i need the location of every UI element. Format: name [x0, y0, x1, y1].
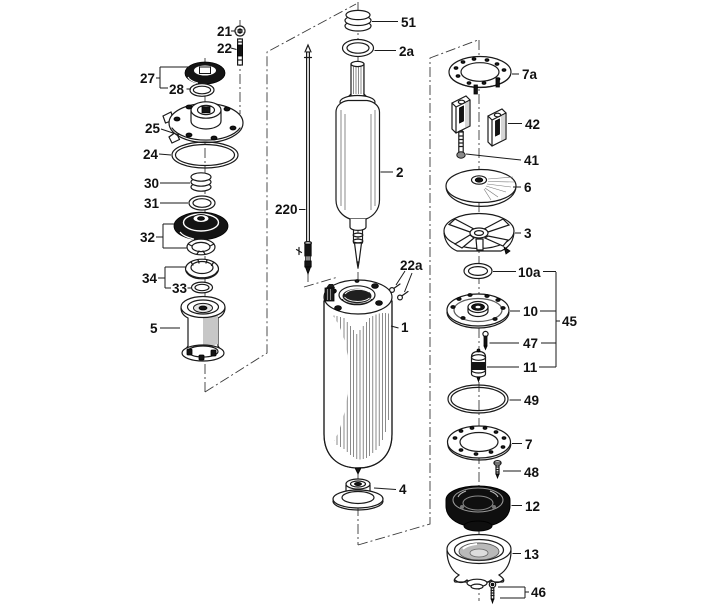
label-21: 21	[217, 24, 233, 39]
part-28-o-ring	[189, 83, 215, 97]
part-220-cable-guard	[295, 43, 313, 276]
part-7-flange-ring	[446, 425, 512, 461]
part-25-flange	[162, 101, 244, 144]
label-45: 45	[562, 314, 578, 329]
part-7a-flange-plate	[448, 55, 512, 95]
label-10a: 10a	[518, 265, 541, 280]
label-11: 11	[523, 360, 538, 375]
part-2-rotor-shaft	[335, 60, 381, 269]
label-7: 7	[525, 437, 533, 452]
part-4-bushing	[332, 478, 384, 511]
label-30: 30	[144, 176, 159, 191]
label-33: 33	[172, 281, 188, 296]
label-12: 12	[525, 499, 540, 514]
label-51: 51	[401, 15, 417, 30]
label-32: 32	[140, 230, 155, 245]
leader-lines	[156, 21, 560, 599]
part-41-bolt	[456, 130, 466, 159]
label-2a: 2a	[399, 44, 415, 59]
label-6: 6	[524, 180, 532, 195]
label-4: 4	[399, 482, 407, 497]
part-49-o-ring	[447, 384, 509, 414]
part-46-screw	[488, 580, 497, 605]
label-34: 34	[142, 271, 158, 286]
label-48: 48	[524, 465, 540, 480]
label-46: 46	[531, 585, 547, 600]
label-24: 24	[143, 147, 159, 162]
part-1-stator-casing	[323, 279, 393, 475]
part-22-stud	[237, 38, 244, 66]
part-51-spring	[344, 9, 372, 32]
label-2: 2	[396, 165, 404, 180]
part-31-ring	[188, 195, 216, 211]
callout-labels: 21 22 27 28 25 24 30 31 32 34 33 5 51 2a…	[140, 15, 578, 600]
label-42: 42	[525, 117, 540, 132]
label-7a: 7a	[522, 67, 538, 82]
label-3: 3	[524, 226, 532, 241]
label-27: 27	[140, 71, 155, 86]
label-28: 28	[169, 82, 185, 97]
label-49: 49	[524, 393, 539, 408]
part-21-nut	[234, 25, 246, 37]
part-24-o-ring	[171, 141, 239, 169]
label-41: 41	[524, 153, 540, 168]
part-10-flange	[446, 293, 510, 329]
part-30-spring-washer	[190, 172, 212, 192]
label-22a: 22a	[400, 258, 423, 273]
part-27-bearing	[184, 61, 226, 85]
part-48-screw	[493, 460, 502, 480]
label-47: 47	[523, 336, 538, 351]
part-10a-washer	[463, 262, 493, 280]
part-5-coupling	[180, 295, 226, 362]
part-33-o-ring	[190, 281, 214, 294]
part-6-impeller	[445, 168, 517, 207]
part-34-bearing	[184, 258, 220, 280]
part-47-pin	[482, 330, 489, 351]
label-22: 22	[217, 41, 232, 56]
label-10: 10	[523, 304, 538, 319]
part-3-diffuser	[443, 212, 515, 255]
label-5: 5	[150, 321, 158, 336]
label-25: 25	[145, 121, 161, 136]
label-31: 31	[144, 196, 160, 211]
part-42-clips	[451, 95, 507, 147]
part-11-plug	[470, 348, 487, 383]
label-220: 220	[275, 202, 298, 217]
part-12-suction-interconnector	[445, 485, 511, 532]
part-13-strainer-bowl	[446, 533, 512, 590]
part-32-mechanical-seal	[173, 211, 229, 256]
label-1: 1	[401, 320, 409, 335]
part-2a-o-ring	[341, 38, 375, 58]
label-13: 13	[524, 547, 540, 562]
